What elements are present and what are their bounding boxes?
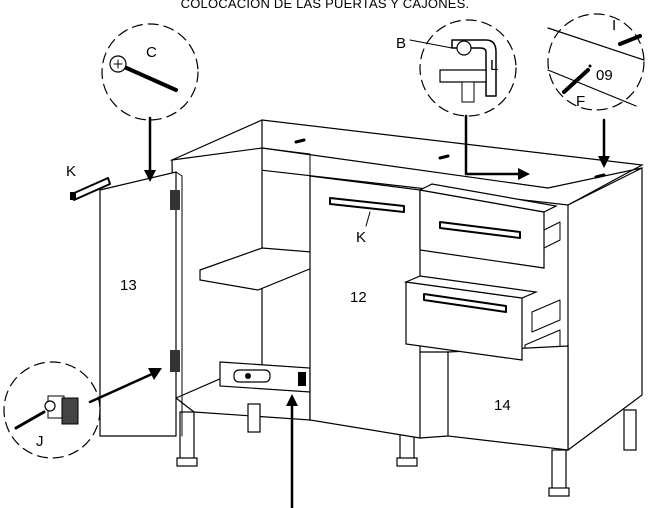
drawer-middle bbox=[403, 275, 539, 361]
label-door-14: 14 bbox=[494, 397, 511, 414]
callout-screws-if bbox=[547, 13, 645, 111]
instruction-title: COLOCACION DE LAS PUERTAS Y CAJONES. bbox=[180, 0, 470, 11]
label-k-handle: K bbox=[356, 229, 366, 246]
label-door-12: 12 bbox=[350, 289, 367, 306]
spirit-level bbox=[219, 361, 311, 393]
label-j: J bbox=[36, 433, 44, 450]
label-door-13: 13 bbox=[120, 277, 137, 294]
callout-screw-c bbox=[101, 23, 199, 121]
label-l: L bbox=[490, 57, 498, 74]
callout-hinge-j bbox=[3, 361, 101, 459]
label-09: 09 bbox=[596, 67, 613, 84]
door-12 bbox=[309, 175, 421, 439]
right-side-panel bbox=[567, 167, 643, 452]
cabinet-body bbox=[116, 119, 644, 452]
callout-bracket-bl bbox=[419, 19, 517, 117]
label-b: B bbox=[396, 35, 406, 52]
assembly-arrows bbox=[88, 39, 610, 508]
label-k-left: K bbox=[66, 163, 76, 180]
door-13 bbox=[99, 171, 183, 437]
label-f: F bbox=[576, 93, 585, 110]
label-i: I bbox=[612, 17, 616, 34]
door-14 bbox=[419, 345, 569, 451]
drawer-top bbox=[418, 183, 558, 269]
handle-k-left bbox=[70, 177, 111, 201]
cabinet-legs bbox=[176, 403, 637, 497]
label-c: C bbox=[146, 44, 157, 61]
